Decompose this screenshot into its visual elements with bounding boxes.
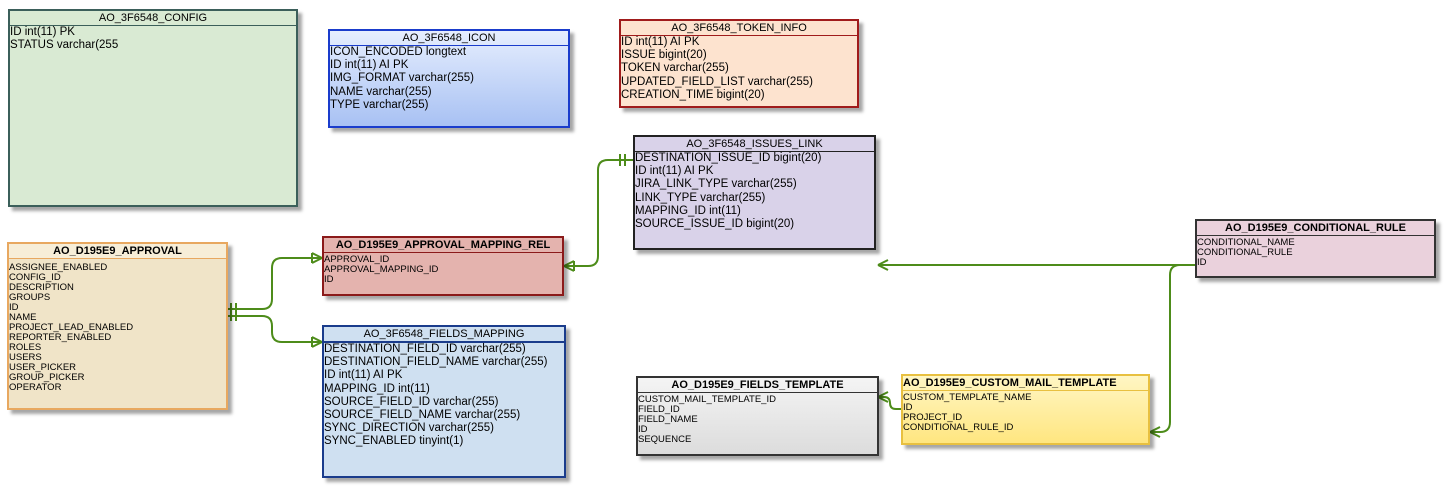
field-row: TYPE varchar(255) [330, 98, 429, 111]
crowfoot-mapping-rel-left [311, 252, 323, 264]
field-row: CONDITIONAL_RULE_ID [903, 422, 1014, 433]
crowfoot-custom-mail-right [1149, 426, 1161, 438]
table-title: AO_3F6548_ISSUES_LINK [635, 137, 874, 152]
field-row: ROLES [9, 342, 42, 353]
one-mark-issues-link [619, 154, 626, 166]
field-row: SYNC_ENABLED tinyint(1) [324, 435, 464, 448]
field-row: UPDATED_FIELD_LIST varchar(255) [621, 75, 813, 88]
table-title: AO_3F6548_TOKEN_INFO [621, 21, 857, 36]
one-mark-approval [230, 303, 237, 321]
field-row: TOKEN varchar(255) [621, 62, 729, 75]
field-list: APPROVAL_ID APPROVAL_MAPPING_ID ID [324, 253, 562, 285]
table-approval[interactable]: AO_D195E9_APPROVAL ASSIGNEE_ENABLED CONF… [7, 242, 228, 410]
field-row: ID [638, 424, 648, 435]
field-list: ASSIGNEE_ENABLED CONFIG_ID DESCRIPTION G… [9, 259, 226, 393]
link-fields-template-to-custom-mail [878, 396, 902, 410]
table-title: AO_3F6548_ICON [330, 31, 568, 46]
field-row: FIELD_ID [638, 404, 680, 415]
field-row: SOURCE_ISSUE_ID bigint(20) [635, 218, 795, 231]
field-list: DESTINATION_FIELD_ID varchar(255) DESTIN… [324, 343, 564, 449]
field-row: GROUP_PICKER [9, 372, 85, 383]
field-row: SEQUENCE [638, 434, 692, 445]
field-row: IMG_FORMAT varchar(255) [330, 72, 474, 85]
field-row: SOURCE_FIELD_NAME varchar(255) [324, 409, 521, 422]
field-row: OPERATOR [9, 382, 62, 393]
field-row: USERS [9, 352, 42, 363]
table-conditional-rule[interactable]: AO_D195E9_CONDITIONAL_RULE CONDITIONAL_N… [1195, 219, 1436, 278]
table-title: AO_D195E9_APPROVAL [9, 244, 226, 259]
field-row: APPROVAL_MAPPING_ID [324, 264, 439, 275]
arrow-left-end [877, 259, 889, 271]
field-row: ID int(11) AI PK [324, 369, 403, 382]
field-row: USER_PICKER [9, 362, 77, 373]
table-title: AO_D195E9_FIELDS_TEMPLATE [638, 378, 877, 393]
link-mapping-rel-to-issues-link [564, 159, 634, 267]
field-row: ICON_ENCODED longtext [330, 46, 467, 58]
table-title: AO_3F6548_CONFIG [10, 11, 296, 26]
field-row: PROJECT_ID [903, 412, 963, 423]
field-row: APPROVAL_ID [324, 254, 390, 265]
field-row: ID int(11) AI PK [330, 59, 409, 72]
table-token-info[interactable]: AO_3F6548_TOKEN_INFO ID int(11) AI PK IS… [619, 19, 859, 108]
link-custom-mail-to-conditional-rule [1150, 264, 1196, 433]
field-row: ID [9, 302, 19, 313]
table-title: AO_D195E9_CUSTOM_MAIL_TEMPLATE [903, 376, 1148, 391]
field-row: MAPPING_ID int(11) [635, 204, 741, 217]
field-row: PROJECT_LEAD_ENABLED [9, 322, 134, 333]
field-list: ICON_ENCODED longtext ID int(11) AI PK I… [330, 46, 568, 112]
field-row: DESCRIPTION [9, 282, 74, 293]
field-row: CONDITIONAL_NAME [1197, 237, 1295, 248]
field-list: ID int(11) PK STATUS varchar(255 [10, 26, 296, 52]
link-approval-to-mapping-rel [228, 257, 322, 310]
field-row: ASSIGNEE_ENABLED [9, 262, 108, 273]
field-row: FIELD_NAME [638, 414, 698, 425]
table-config[interactable]: AO_3F6548_CONFIG ID int(11) PK STATUS va… [8, 9, 298, 207]
table-issues-link[interactable]: AO_3F6548_ISSUES_LINK DESTINATION_ISSUE_… [633, 135, 876, 250]
field-row: CONFIG_ID [9, 272, 61, 283]
table-approval-mapping-rel[interactable]: AO_D195E9_APPROVAL_MAPPING_REL APPROVAL_… [322, 236, 564, 296]
crowfoot-fields-mapping-left [311, 336, 323, 348]
table-custom-mail-template[interactable]: AO_D195E9_CUSTOM_MAIL_TEMPLATE CUSTOM_TE… [901, 374, 1150, 445]
field-row: CUSTOM_MAIL_TEMPLATE_ID [638, 394, 776, 405]
table-title: AO_3F6548_FIELDS_MAPPING [324, 327, 564, 343]
field-row: NAME varchar(255) [330, 85, 432, 98]
field-row: ID int(11) AI PK [635, 165, 714, 178]
crowfoot-fields-template-right [877, 391, 889, 403]
field-list: CUSTOM_TEMPLATE_NAME ID PROJECT_ID CONDI… [903, 391, 1148, 433]
table-fields-template[interactable]: AO_D195E9_FIELDS_TEMPLATE CUSTOM_MAIL_TE… [636, 376, 879, 456]
field-list: CUSTOM_MAIL_TEMPLATE_ID FIELD_ID FIELD_N… [638, 393, 877, 445]
field-row: DESTINATION_ISSUE_ID bigint(20) [635, 152, 822, 164]
table-icon[interactable]: AO_3F6548_ICON ICON_ENCODED longtext ID … [328, 29, 570, 128]
field-row: ID [1197, 257, 1207, 268]
field-row: ID int(11) AI PK [621, 36, 700, 48]
field-row: ID int(11) PK [10, 26, 75, 38]
table-title: AO_D195E9_CONDITIONAL_RULE [1197, 221, 1434, 236]
field-row: DESTINATION_FIELD_NAME varchar(255) [324, 356, 548, 369]
link-approval-to-fields-mapping [228, 315, 322, 343]
field-row: STATUS varchar(255 [10, 39, 119, 52]
table-title: AO_D195E9_APPROVAL_MAPPING_REL [324, 238, 562, 253]
field-list: DESTINATION_ISSUE_ID bigint(20) ID int(1… [635, 152, 874, 231]
field-row: SOURCE_FIELD_ID varchar(255) [324, 395, 499, 408]
field-row: ID [324, 274, 334, 285]
field-row: JIRA_LINK_TYPE varchar(255) [635, 178, 797, 191]
table-fields-mapping[interactable]: AO_3F6548_FIELDS_MAPPING DESTINATION_FIE… [322, 325, 566, 478]
field-row: CUSTOM_TEMPLATE_NAME [903, 392, 1032, 403]
field-row: REPORTER_ENABLED [9, 332, 112, 343]
field-list: CONDITIONAL_NAME CONDITIONAL_RULE ID [1197, 236, 1434, 268]
field-row: SYNC_DIRECTION varchar(255) [324, 422, 494, 435]
field-row: NAME [9, 312, 37, 323]
field-row: CREATION_TIME bigint(20) [621, 88, 765, 101]
field-row: GROUPS [9, 292, 51, 303]
field-list: ID int(11) AI PK ISSUE bigint(20) TOKEN … [621, 36, 857, 102]
field-row: DESTINATION_FIELD_ID varchar(255) [324, 343, 526, 355]
field-row: MAPPING_ID int(11) [324, 382, 430, 395]
crowfoot-mapping-rel-right [563, 260, 575, 272]
field-row: ISSUE bigint(20) [621, 49, 707, 62]
field-row: ID [903, 402, 913, 413]
field-row: LINK_TYPE varchar(255) [635, 191, 766, 204]
field-row: CONDITIONAL_RULE [1197, 247, 1293, 258]
